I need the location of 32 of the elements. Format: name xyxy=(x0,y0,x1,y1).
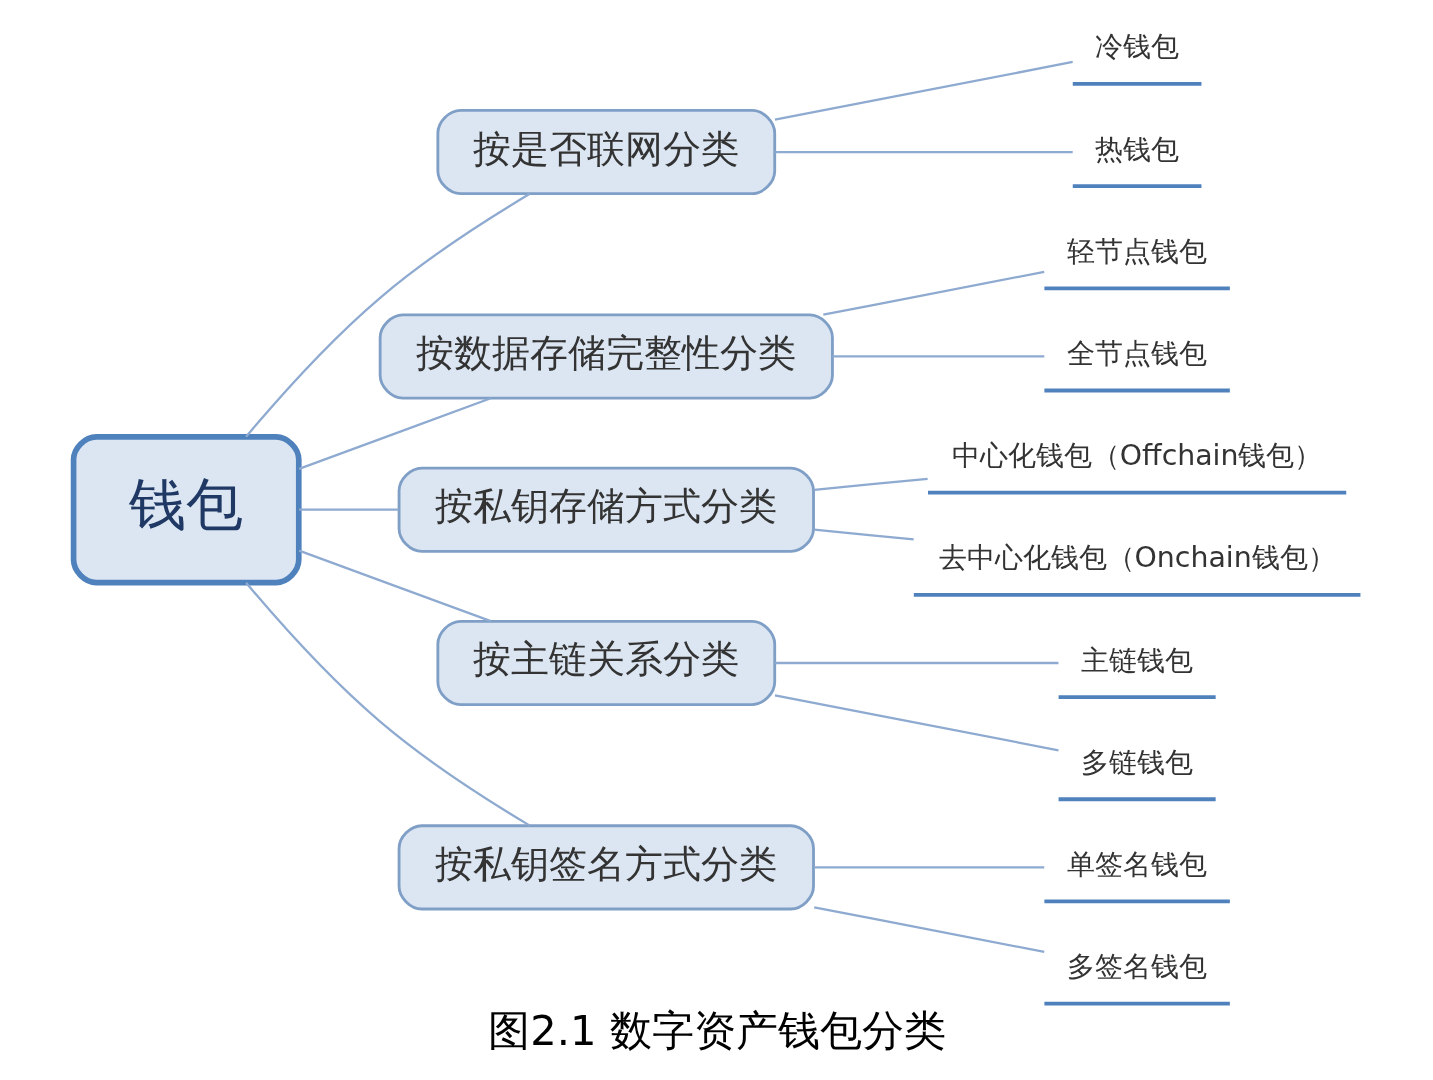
node-text: 冷钱包 xyxy=(1094,30,1179,64)
connector xyxy=(244,192,530,438)
connector xyxy=(822,270,1044,316)
node-box: 钱包 xyxy=(70,434,302,586)
connector xyxy=(774,694,1059,752)
connector xyxy=(298,397,491,470)
connector xyxy=(831,355,1044,358)
node-text: 多签名钱包 xyxy=(1066,950,1207,984)
node-text: 中心化钱包（Offchain钱包） xyxy=(951,439,1322,473)
node-box: 按私钥签名方式分类 xyxy=(397,824,815,911)
connector xyxy=(813,477,928,491)
node-text: 单签名钱包 xyxy=(1066,848,1207,882)
node-box: 按数据存储完整性分类 xyxy=(378,313,834,400)
connector xyxy=(244,582,530,827)
node-text: 热钱包 xyxy=(1094,132,1179,166)
node-text: 去中心化钱包（Onchain钱包） xyxy=(938,541,1336,575)
connector xyxy=(813,528,914,541)
connector xyxy=(813,866,1044,869)
connector xyxy=(774,60,1073,121)
caption: 图2.1 数字资产钱包分类 xyxy=(487,1005,946,1055)
node-text: 轻节点钱包 xyxy=(1066,234,1207,268)
connector xyxy=(774,661,1058,665)
connector xyxy=(298,508,399,511)
node-text: 主链钱包 xyxy=(1080,643,1193,677)
connector xyxy=(774,150,1073,154)
connector xyxy=(298,549,491,623)
node-box: 按主链关系分类 xyxy=(435,619,776,707)
node-box: 按是否联网分类 xyxy=(435,109,776,196)
node-text: 全节点钱包 xyxy=(1066,337,1207,371)
node-text: 多链钱包 xyxy=(1080,745,1193,779)
connector xyxy=(813,906,1044,954)
node-box: 按私钥存储方式分类 xyxy=(397,466,815,553)
